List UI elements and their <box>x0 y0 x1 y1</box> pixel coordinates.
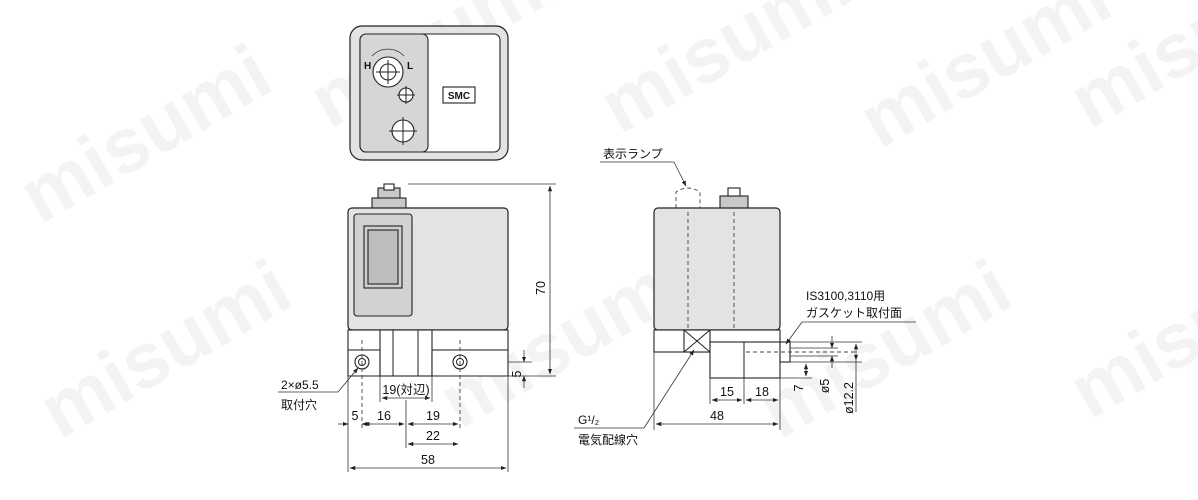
dim-16: 16 <box>377 409 391 423</box>
front-view: 70 5 2×ø5.5 取付穴 19(対辺) 5 16 19 22 58 <box>278 183 556 472</box>
dim-58: 58 <box>421 453 435 467</box>
dim-22: 22 <box>426 429 440 443</box>
top-view: H L SMC <box>349 25 509 161</box>
dim-48: 48 <box>710 409 724 423</box>
watermark-text: misumi <box>5 27 285 240</box>
dial-low-label: L <box>407 61 413 72</box>
mount-foot-right <box>431 349 509 377</box>
dim-19: 19 <box>426 409 440 423</box>
indicator-lamp-outline <box>675 187 701 208</box>
watermark-text: misumi <box>585 0 865 150</box>
watermark-text: misumi <box>25 242 305 455</box>
dim-7: 7 <box>792 384 806 391</box>
gasket-leader <box>785 321 803 345</box>
dim-19-across-flats: 19(対辺) <box>382 383 429 397</box>
dial-high-label: H <box>364 61 371 72</box>
side-port <box>709 341 781 379</box>
wiring-leader <box>643 349 695 429</box>
brand-label: SMC <box>448 91 470 102</box>
side-view: 表示ランプ IS3100,3110用 ガスケット取付面 G¹/₂ 電気配線穴 1… <box>574 147 916 447</box>
mount-hole-label: 取付穴 <box>281 397 317 412</box>
port-hex <box>379 329 433 377</box>
gasket-label-line1: IS3100,3110用 <box>806 289 885 303</box>
side-body <box>653 207 781 331</box>
brand-label-box <box>442 86 476 104</box>
dim-70: 70 <box>534 281 548 295</box>
dim-15: 15 <box>720 385 734 399</box>
dim-5-foot: 5 <box>510 370 524 377</box>
dim-5: 5 <box>352 409 359 423</box>
watermark-layer: misumi misumi misumi misumi misumi misum… <box>5 0 1198 455</box>
dim-18: 18 <box>755 385 769 399</box>
mount-hole-callout: 2×ø5.5 <box>281 378 319 392</box>
dim-o12-2: ø12.2 <box>842 382 856 414</box>
wiring-label-line1: G¹/₂ <box>578 413 600 427</box>
lamp-label: 表示ランプ <box>603 147 663 161</box>
watermark-text: misumi <box>1055 222 1198 435</box>
gasket-label-line2: ガスケット取付面 <box>806 306 902 320</box>
dim-o5: ø5 <box>818 379 832 394</box>
lamp-leader <box>673 161 687 187</box>
wiring-label-line2: 電気配線穴 <box>578 432 638 447</box>
